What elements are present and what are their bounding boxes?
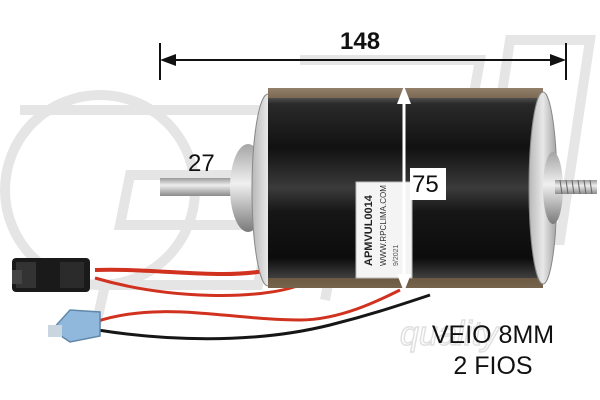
label-code: 9/2021 bbox=[393, 244, 400, 266]
spec-shaft-line: VEIO 8MM bbox=[431, 321, 555, 349]
length-dimension-value: 148 bbox=[340, 28, 381, 55]
red-wire bbox=[94, 288, 401, 324]
diameter-dimension-line bbox=[397, 86, 411, 292]
black-wire bbox=[97, 293, 431, 341]
spade-terminal bbox=[48, 309, 101, 343]
diameter-value-bg bbox=[410, 168, 446, 200]
motor-shaft bbox=[160, 178, 240, 196]
spec-wires-line: 2 FIOS bbox=[453, 352, 533, 380]
watermark-text: quality bbox=[400, 315, 500, 353]
diameter-value: 75 bbox=[412, 171, 439, 198]
arrow-down-icon bbox=[397, 274, 411, 292]
arrow-up-icon bbox=[397, 86, 411, 104]
arrow-right-icon bbox=[550, 54, 566, 66]
spec-text-block: VEIO 8MM 2 FIOS bbox=[408, 320, 578, 382]
label-website: WWW.RPCLIMA.COM bbox=[379, 185, 388, 266]
rear-bearing-hub bbox=[543, 152, 563, 224]
threaded-stud bbox=[555, 179, 597, 195]
length-dimension-line bbox=[159, 43, 567, 80]
wire-harness bbox=[94, 267, 431, 341]
label-part-number: APMVUL0014 bbox=[363, 194, 375, 266]
black-connector bbox=[12, 258, 90, 292]
arrow-left-icon bbox=[160, 54, 176, 66]
shaft-length-value: 27 bbox=[188, 150, 215, 177]
red-wire bbox=[94, 276, 301, 297]
red-wire bbox=[94, 267, 271, 277]
